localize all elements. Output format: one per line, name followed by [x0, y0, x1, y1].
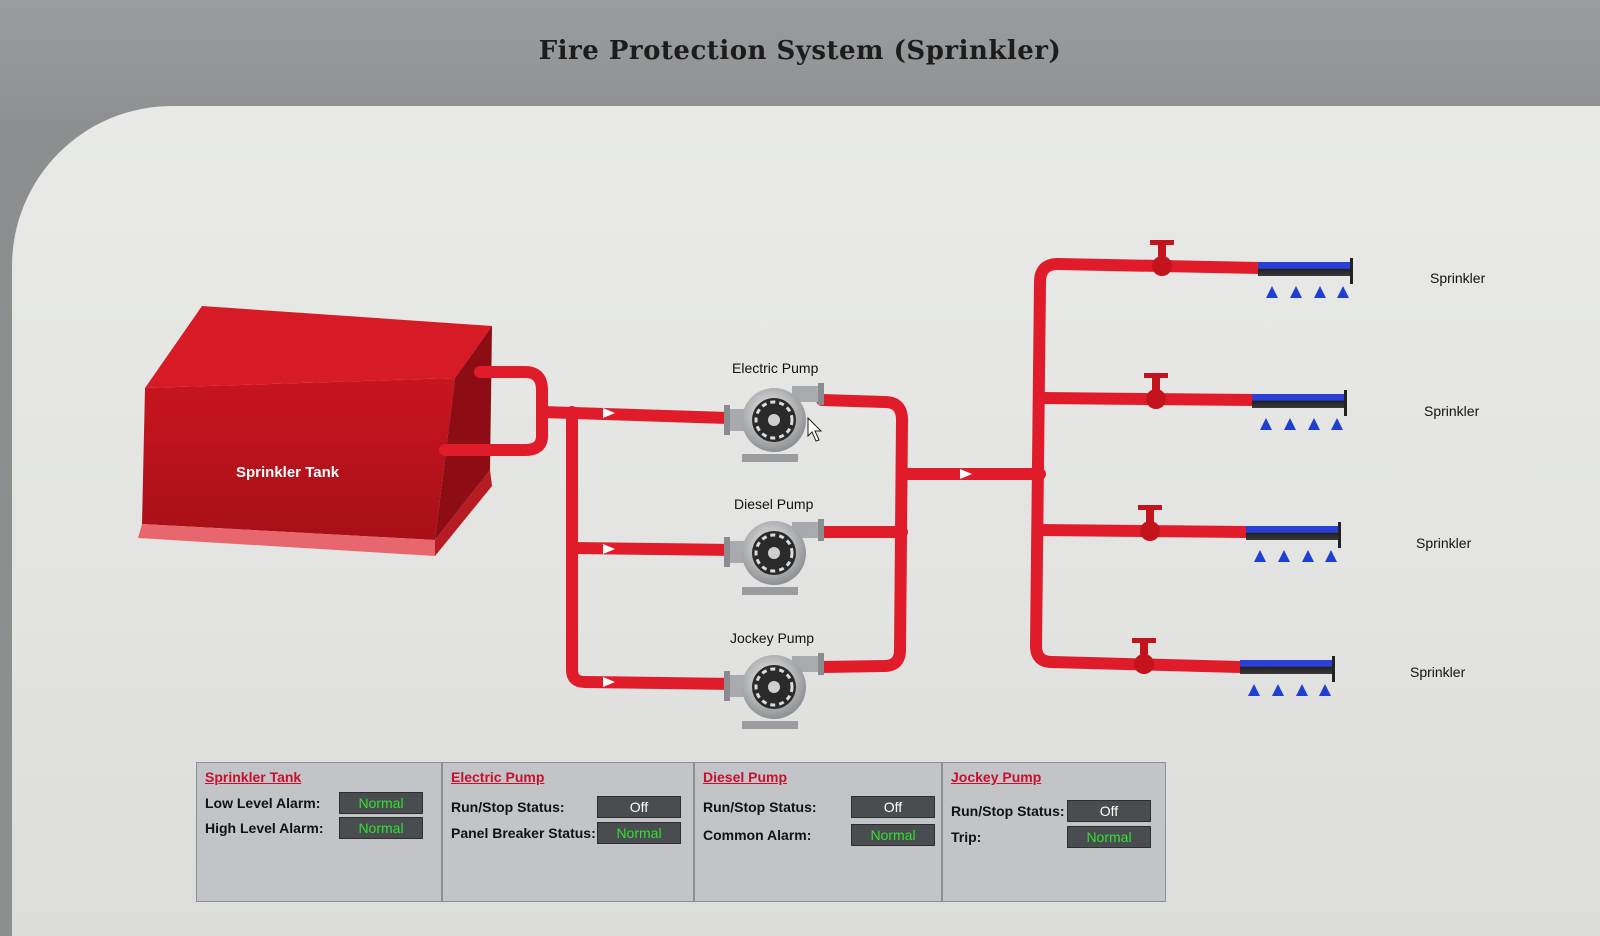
- jockey-pump[interactable]: [724, 653, 824, 729]
- panel-breaker-status-indicator: Normal: [597, 822, 681, 844]
- trip-label: Trip:: [951, 829, 982, 845]
- diesel-pump[interactable]: [724, 519, 824, 595]
- sprinkler-label-2: Sprinkler: [1424, 403, 1480, 419]
- low-level-alarm-label: Low Level Alarm:: [205, 795, 321, 811]
- tank-status-box: Sprinkler Tank Low Level Alarm: Normal H…: [196, 762, 442, 902]
- valve-2[interactable]: [1144, 373, 1168, 409]
- status-panel-area: Sprinkler Tank Low Level Alarm: Normal H…: [196, 762, 1166, 902]
- common-alarm-label: Common Alarm:: [703, 827, 812, 843]
- high-level-alarm-indicator: Normal: [339, 817, 423, 839]
- high-level-alarm-label: High Level Alarm:: [205, 820, 324, 836]
- page-title: Fire Protection System (Sprinkler): [538, 36, 1062, 66]
- tank-label: Sprinkler Tank: [236, 464, 340, 481]
- electric-pump-status-box: Electric Pump Run/Stop Status: Off Panel…: [442, 762, 694, 902]
- jockey-run-stop-label: Run/Stop Status:: [951, 803, 1065, 819]
- mouse-cursor-icon: [807, 416, 823, 442]
- sprinkler-tank[interactable]: [138, 306, 492, 556]
- jockey-pump-status-box: Jockey Pump Run/Stop Status: Off Trip: N…: [942, 762, 1166, 902]
- jockey-run-stop-indicator: Off: [1067, 800, 1151, 822]
- diesel-pump-status-box: Diesel Pump Run/Stop Status: Off Common …: [694, 762, 942, 902]
- jockey-pump-status-title[interactable]: Jockey Pump: [951, 769, 1042, 785]
- electric-run-stop-indicator: Off: [597, 796, 681, 818]
- flow-arrows: [603, 408, 972, 687]
- sprinkler-label-4: Sprinkler: [1410, 664, 1466, 680]
- diesel-pump-status-title[interactable]: Diesel Pump: [703, 769, 788, 785]
- sprinkler-head-3[interactable]: [1246, 522, 1341, 562]
- pipe-network: [439, 258, 1266, 690]
- electric-pump[interactable]: [724, 383, 824, 462]
- title-bar: Fire Protection System (Sprinkler): [0, 0, 1600, 120]
- valve-1[interactable]: [1150, 240, 1174, 276]
- low-level-alarm-indicator: Normal: [339, 792, 423, 814]
- piping-diagram: [138, 240, 1353, 729]
- diesel-pump-label: Diesel Pump: [734, 496, 814, 512]
- electric-pump-status-title[interactable]: Electric Pump: [451, 769, 545, 785]
- electric-run-stop-label: Run/Stop Status:: [451, 799, 565, 815]
- trip-indicator: Normal: [1067, 826, 1151, 848]
- sprinkler-head-2[interactable]: [1252, 390, 1347, 430]
- valve-4[interactable]: [1132, 638, 1156, 674]
- valve-3[interactable]: [1138, 505, 1162, 541]
- diesel-run-stop-label: Run/Stop Status:: [703, 799, 817, 815]
- sprinkler-head-4[interactable]: [1240, 656, 1335, 696]
- diesel-run-stop-indicator: Off: [851, 796, 935, 818]
- sprinkler-label-1: Sprinkler: [1430, 270, 1486, 286]
- panel-breaker-status-label: Panel Breaker Status:: [451, 825, 596, 841]
- sprinkler-label-3: Sprinkler: [1416, 535, 1472, 551]
- tank-status-title[interactable]: Sprinkler Tank: [205, 769, 302, 785]
- jockey-pump-label: Jockey Pump: [730, 630, 815, 646]
- common-alarm-indicator: Normal: [851, 824, 935, 846]
- electric-pump-label: Electric Pump: [732, 360, 819, 376]
- sprinkler-head-1[interactable]: [1258, 258, 1353, 298]
